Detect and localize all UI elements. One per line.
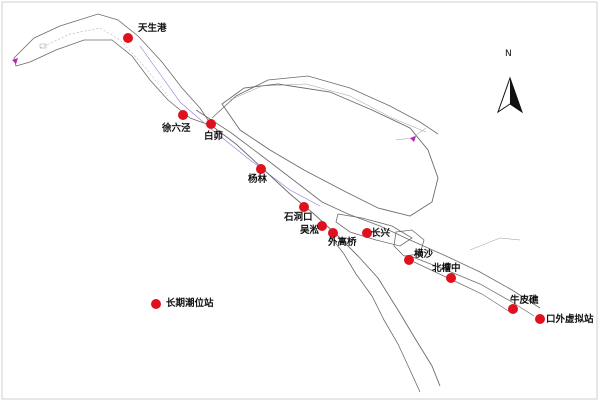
station-dot-kouwaixuni — [535, 314, 545, 324]
legend-dot — [151, 299, 161, 309]
station-dot-beicaozhong — [446, 273, 456, 283]
station-label-niupijiao: 牛皮礁 — [510, 295, 539, 306]
station-dot-changxing — [362, 228, 372, 238]
station-dot-xuliujing — [178, 110, 188, 120]
station-label-kouwaixuni: 口外虚拟站 — [546, 314, 594, 325]
chongming-island — [221, 83, 439, 217]
deepwater-channel-2 — [413, 261, 511, 313]
station-label-tianshenggang: 天生港 — [138, 23, 167, 34]
legend-label: 长期潮位站 — [166, 298, 214, 309]
station-label-changxing: 长兴 — [371, 228, 391, 239]
changxing-island — [335, 213, 413, 247]
station-dot-shidongkou — [299, 202, 309, 212]
north-arrow-icon — [497, 76, 523, 114]
north-label: N — [505, 49, 512, 59]
deepwater-channel — [409, 255, 535, 317]
station-dot-hengsha — [404, 255, 414, 265]
station-dot-baimao — [206, 119, 216, 129]
south-bank — [211, 125, 441, 387]
north-branch-outer — [229, 83, 427, 133]
station-dot-wusong — [317, 221, 327, 231]
river-upstream — [13, 13, 214, 127]
station-label-shidongkou: 石洞口 — [284, 212, 313, 223]
river-upstream-inner — [39, 27, 169, 97]
station-label-waigaoqiao: 外高桥 — [328, 237, 357, 248]
harbor-mark — [39, 43, 47, 49]
station-label-yanglin: 杨林 — [248, 174, 268, 185]
hengsha-island — [393, 229, 425, 257]
pudong-shore — [329, 235, 421, 393]
station-dot-yanglin — [256, 164, 266, 174]
north-branch — [211, 75, 439, 135]
station-dot-waigaoqiao — [328, 228, 338, 238]
station-label-baimao: 白茆 — [204, 131, 224, 142]
station-label-beicaozhong: 北槽中 — [432, 263, 461, 274]
purple-marker-right — [410, 136, 416, 142]
station-dot-tianshenggang — [123, 33, 133, 43]
purple-marker-left — [12, 58, 18, 64]
station-dot-niupijiao — [508, 304, 518, 314]
station-label-xuliujing: 徐六泾 — [162, 123, 191, 134]
station-label-hengsha: 横沙 — [414, 249, 434, 260]
jetty — [469, 237, 521, 251]
station-label-wusong: 吴淞 — [300, 225, 320, 236]
north-bank-main — [195, 109, 541, 309]
